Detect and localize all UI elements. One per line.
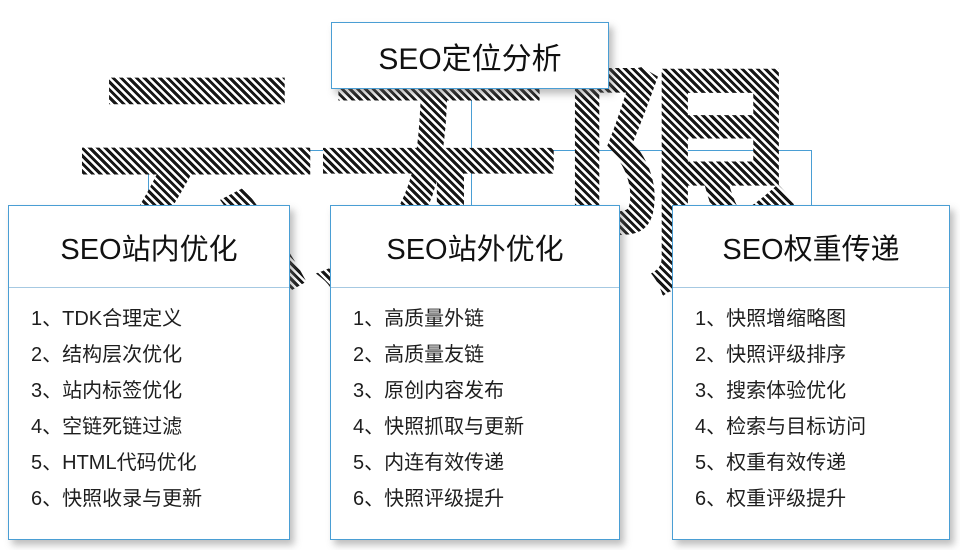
item-list: 1、TDK合理定义 2、结构层次优化 3、站内标签优化 4、空链死链过滤 5、H… <box>9 288 289 517</box>
column-weight-transfer: SEO权重传递 1、快照增缩略图 2、快照评级排序 3、搜索体验优化 4、检索与… <box>672 205 950 540</box>
list-item: 1、高质量外链 <box>353 308 485 330</box>
list-item: 5、内连有效传递 <box>353 452 505 474</box>
list-item: 4、检索与目标访问 <box>695 416 867 438</box>
list-item: 3、原创内容发布 <box>353 380 505 402</box>
list-item: 6、快照收录与更新 <box>31 488 203 510</box>
list-item: 2、高质量友链 <box>353 344 485 366</box>
list-item: 1、快照增缩略图 <box>695 308 847 330</box>
list-item: 2、快照评级排序 <box>695 344 847 366</box>
connector-horizontal <box>148 150 812 151</box>
list-item: 3、搜索体验优化 <box>695 380 847 402</box>
connector-right-vertical <box>811 150 812 205</box>
list-item: 6、快照评级提升 <box>353 488 505 510</box>
connector-left-vertical <box>148 150 149 205</box>
root-node: SEO定位分析 <box>331 22 609 89</box>
list-item: 1、TDK合理定义 <box>31 308 183 330</box>
root-node-title: SEO定位分析 <box>378 42 562 76</box>
list-item: 4、空链死链过滤 <box>31 416 183 438</box>
column-title: SEO站内优化 <box>9 206 289 288</box>
list-item: 5、HTML代码优化 <box>31 452 197 474</box>
list-item: 3、站内标签优化 <box>31 380 183 402</box>
column-offsite-optimization: SEO站外优化 1、高质量外链 2、高质量友链 3、原创内容发布 4、快照抓取与… <box>330 205 620 540</box>
list-item: 2、结构层次优化 <box>31 344 183 366</box>
list-item: 5、权重有效传递 <box>695 452 847 474</box>
connector-root-vertical <box>471 89 472 205</box>
item-list: 1、高质量外链 2、高质量友链 3、原创内容发布 4、快照抓取与更新 5、内连有… <box>331 288 619 517</box>
item-list: 1、快照增缩略图 2、快照评级排序 3、搜索体验优化 4、检索与目标访问 5、权… <box>673 288 949 517</box>
column-onsite-optimization: SEO站内优化 1、TDK合理定义 2、结构层次优化 3、站内标签优化 4、空链… <box>8 205 290 540</box>
list-item: 6、权重评级提升 <box>695 488 847 510</box>
column-title: SEO权重传递 <box>673 206 949 288</box>
column-title: SEO站外优化 <box>331 206 619 288</box>
list-item: 4、快照抓取与更新 <box>353 416 525 438</box>
